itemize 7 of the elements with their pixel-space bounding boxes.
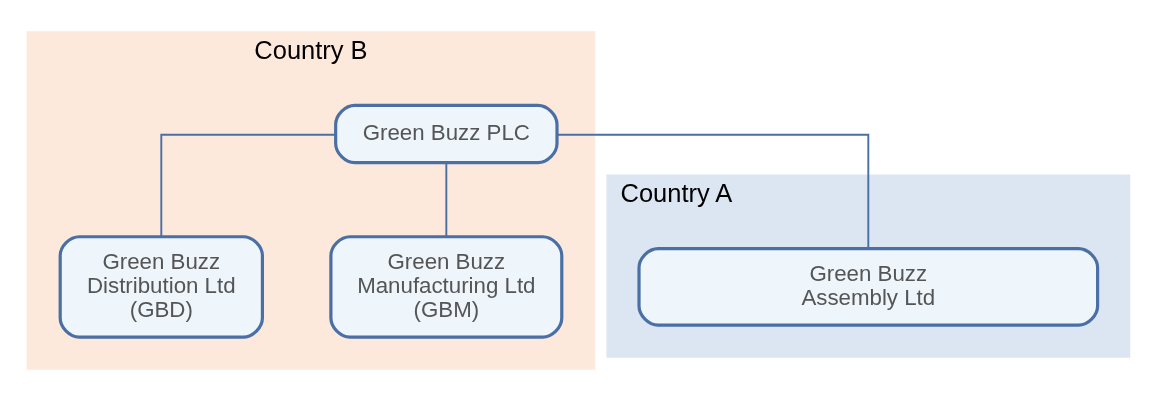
node-box: Green Buzz Manufacturing Ltd (GBM)	[329, 235, 564, 339]
node-box: Green Buzz PLC	[334, 103, 559, 165]
node-box: Green Buzz Assembly Ltd	[637, 247, 1100, 327]
connector	[556, 133, 870, 250]
connector	[445, 161, 448, 238]
node-box: Green Buzz Distribution Ltd (GBD)	[58, 235, 264, 339]
connector	[160, 133, 337, 238]
